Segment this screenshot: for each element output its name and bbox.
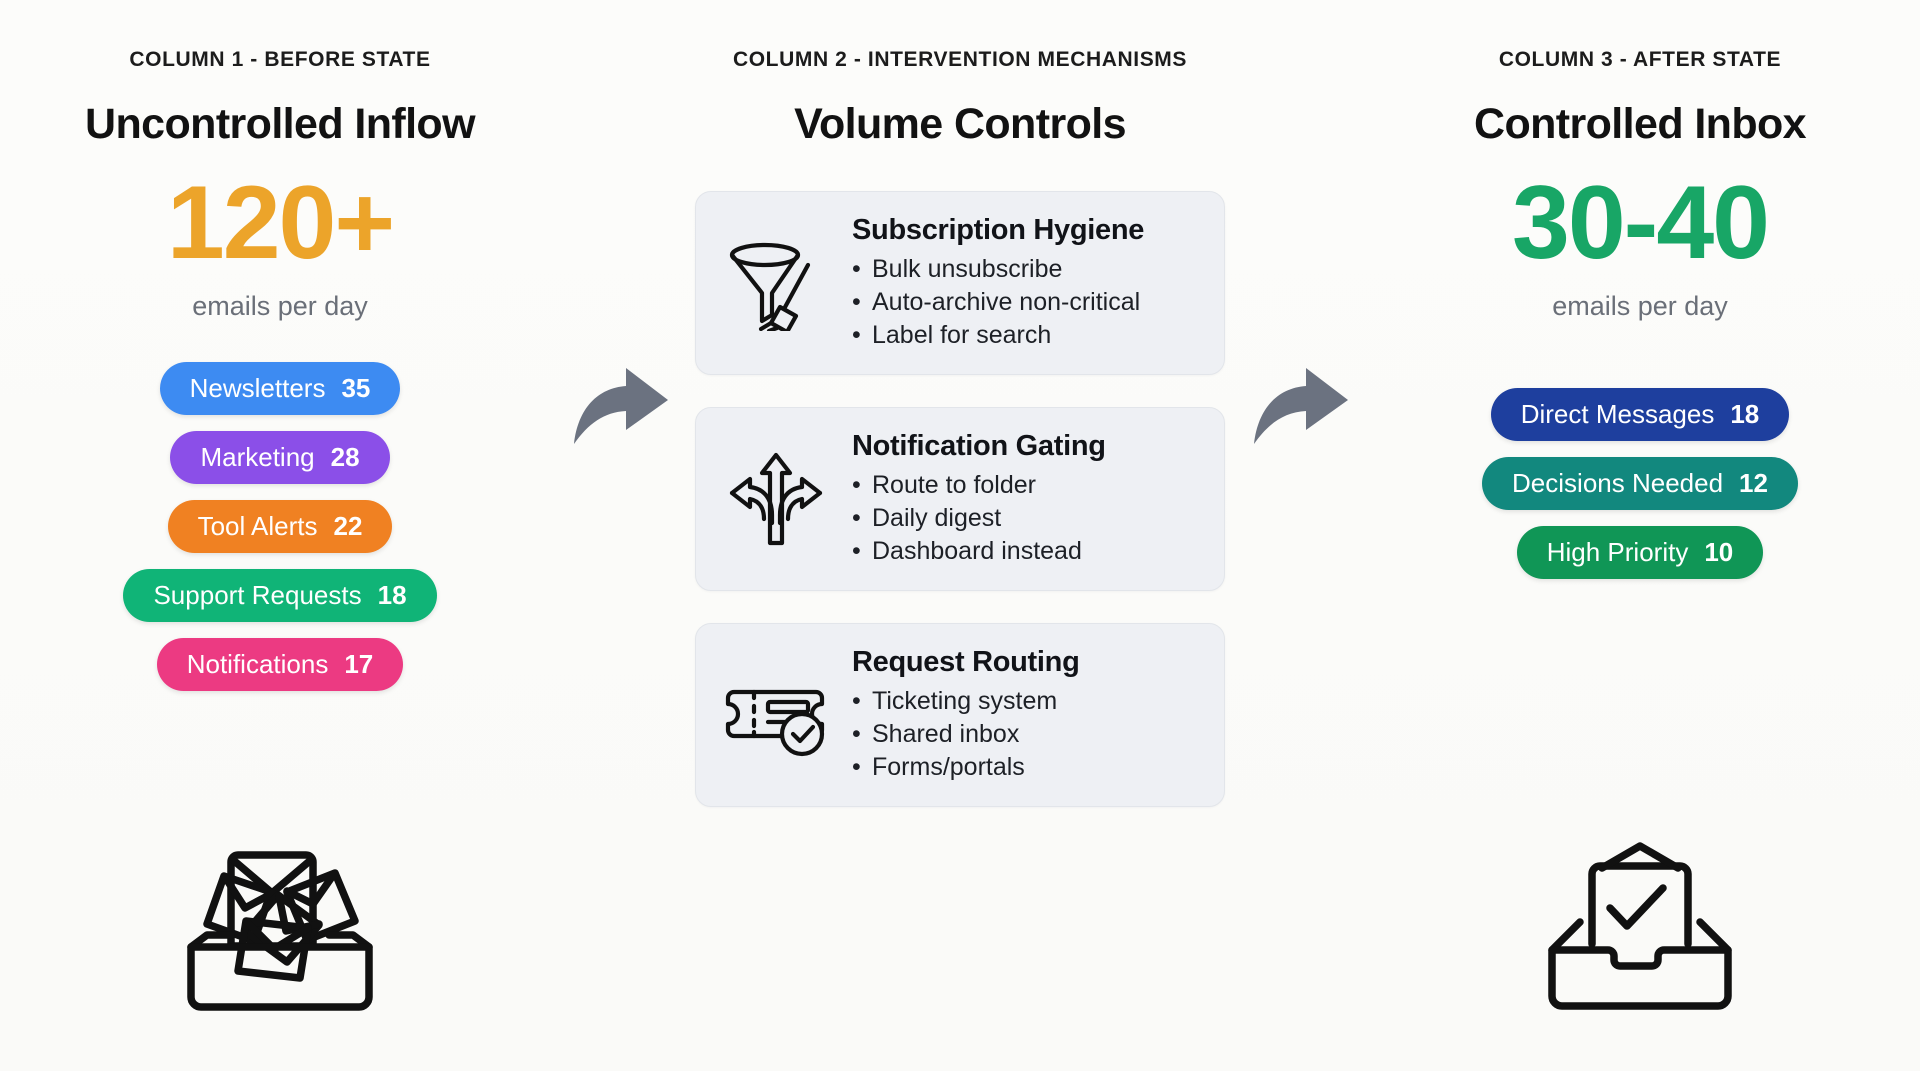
pill-label: Direct Messages: [1520, 399, 1715, 429]
column-3-eyebrow: COLUMN 3 - AFTER STATE: [1498, 48, 1782, 71]
flow-arrow-1-slot: [560, 0, 680, 1071]
column-2-title: Volume Controls: [794, 100, 1126, 148]
inbox-check-icon: [1540, 838, 1740, 1023]
card-1-bullet-2: Auto-archive non-critical: [852, 286, 1198, 319]
pill-label: High Priority: [1546, 537, 1689, 567]
column-1-metric: 120+: [166, 165, 395, 281]
pill-label: Newsletters: [189, 373, 326, 403]
column-2-eyebrow: COLUMN 2 - INTERVENTION MECHANISMS: [732, 48, 1188, 71]
pill-value: 17: [344, 649, 374, 679]
flow-arrow-1: [568, 364, 672, 448]
ticket-check-icon: [722, 665, 830, 765]
overflowing-inbox-icon: [175, 833, 385, 1023]
before-state-pill-list: Newsletters 35 Marketing 28 Tool Alerts …: [123, 362, 437, 691]
pill-notifications[interactable]: Notifications 17: [156, 638, 404, 691]
pill-value: 28: [330, 442, 360, 472]
card-2-bullets: Route to folder Daily digest Dashboard i…: [852, 469, 1198, 568]
pill-value: 18: [1730, 399, 1760, 429]
pill-label: Marketing: [200, 442, 315, 472]
pill-marketing[interactable]: Marketing 28: [170, 431, 390, 484]
pill-label: Tool Alerts: [197, 511, 318, 541]
column-3-title: Controlled Inbox: [1474, 100, 1807, 148]
pill-value: 18: [377, 580, 407, 610]
column-1-title: Uncontrolled Inflow: [85, 100, 476, 148]
card-2-bullet-2: Daily digest: [852, 502, 1198, 535]
pill-tool-alerts[interactable]: Tool Alerts 22: [167, 500, 393, 553]
card-2-bullet-1: Route to folder: [852, 469, 1198, 502]
pill-direct-messages[interactable]: Direct Messages 18: [1490, 388, 1790, 441]
pill-newsletters[interactable]: Newsletters 35: [159, 362, 401, 415]
card-2-title: Notification Gating: [852, 430, 1106, 462]
pill-value: 10: [1704, 537, 1734, 567]
card-3-bullets: Ticketing system Shared inbox Forms/port…: [852, 685, 1198, 784]
after-state-pill-list: Direct Messages 18 Decisions Needed 12 H…: [1482, 388, 1798, 579]
column-3-metric: 30-40: [1512, 165, 1770, 281]
mechanism-card-list: Subscription Hygiene Bulk unsubscribe Au…: [695, 191, 1225, 807]
pill-label: Support Requests: [153, 580, 362, 610]
card-1-body: Subscription Hygiene Bulk unsubscribe Au…: [852, 214, 1198, 352]
pill-label: Decisions Needed: [1512, 468, 1724, 498]
card-3-body: Request Routing Ticketing system Shared …: [852, 646, 1198, 784]
card-1-title: Subscription Hygiene: [852, 214, 1145, 246]
pill-support-requests[interactable]: Support Requests 18: [123, 569, 437, 622]
card-subscription-hygiene[interactable]: Subscription Hygiene Bulk unsubscribe Au…: [695, 191, 1225, 375]
column-intervention-mechanisms: COLUMN 2 - INTERVENTION MECHANISMS Volum…: [680, 0, 1240, 1071]
card-1-bullet-1: Bulk unsubscribe: [852, 253, 1198, 286]
card-2-bullet-3: Dashboard instead: [852, 535, 1198, 568]
card-1-bullets: Bulk unsubscribe Auto-archive non-critic…: [852, 253, 1198, 352]
card-1-bullet-3: Label for search: [852, 319, 1198, 352]
column-before-state: COLUMN 1 - BEFORE STATE Uncontrolled Inf…: [0, 0, 560, 1071]
pill-value: 35: [341, 373, 371, 403]
card-3-bullet-3: Forms/portals: [852, 751, 1198, 784]
flow-arrow-2-slot: [1240, 0, 1360, 1071]
column-1-caption: emails per day: [192, 291, 368, 321]
card-request-routing[interactable]: Request Routing Ticketing system Shared …: [695, 623, 1225, 807]
column-after-state: COLUMN 3 - AFTER STATE Controlled Inbox …: [1360, 0, 1920, 1071]
pill-value: 22: [333, 511, 363, 541]
pill-value: 12: [1739, 468, 1768, 498]
pill-decisions-needed[interactable]: Decisions Needed 12: [1482, 457, 1798, 510]
funnel-broom-icon: [722, 233, 830, 333]
card-3-bullet-2: Shared inbox: [852, 718, 1198, 751]
card-notification-gating[interactable]: Notification Gating Route to folder Dail…: [695, 407, 1225, 591]
card-3-bullet-1: Ticketing system: [852, 685, 1198, 718]
card-3-title: Request Routing: [852, 646, 1080, 678]
flow-arrow-2: [1248, 364, 1352, 448]
pill-label: Notifications: [186, 649, 329, 679]
column-1-eyebrow: COLUMN 1 - BEFORE STATE: [129, 48, 431, 71]
pill-high-priority[interactable]: High Priority 10: [1516, 526, 1764, 579]
column-3-caption: emails per day: [1552, 291, 1728, 321]
three-way-arrow-icon: [722, 449, 830, 549]
card-2-body: Notification Gating Route to folder Dail…: [852, 430, 1198, 568]
